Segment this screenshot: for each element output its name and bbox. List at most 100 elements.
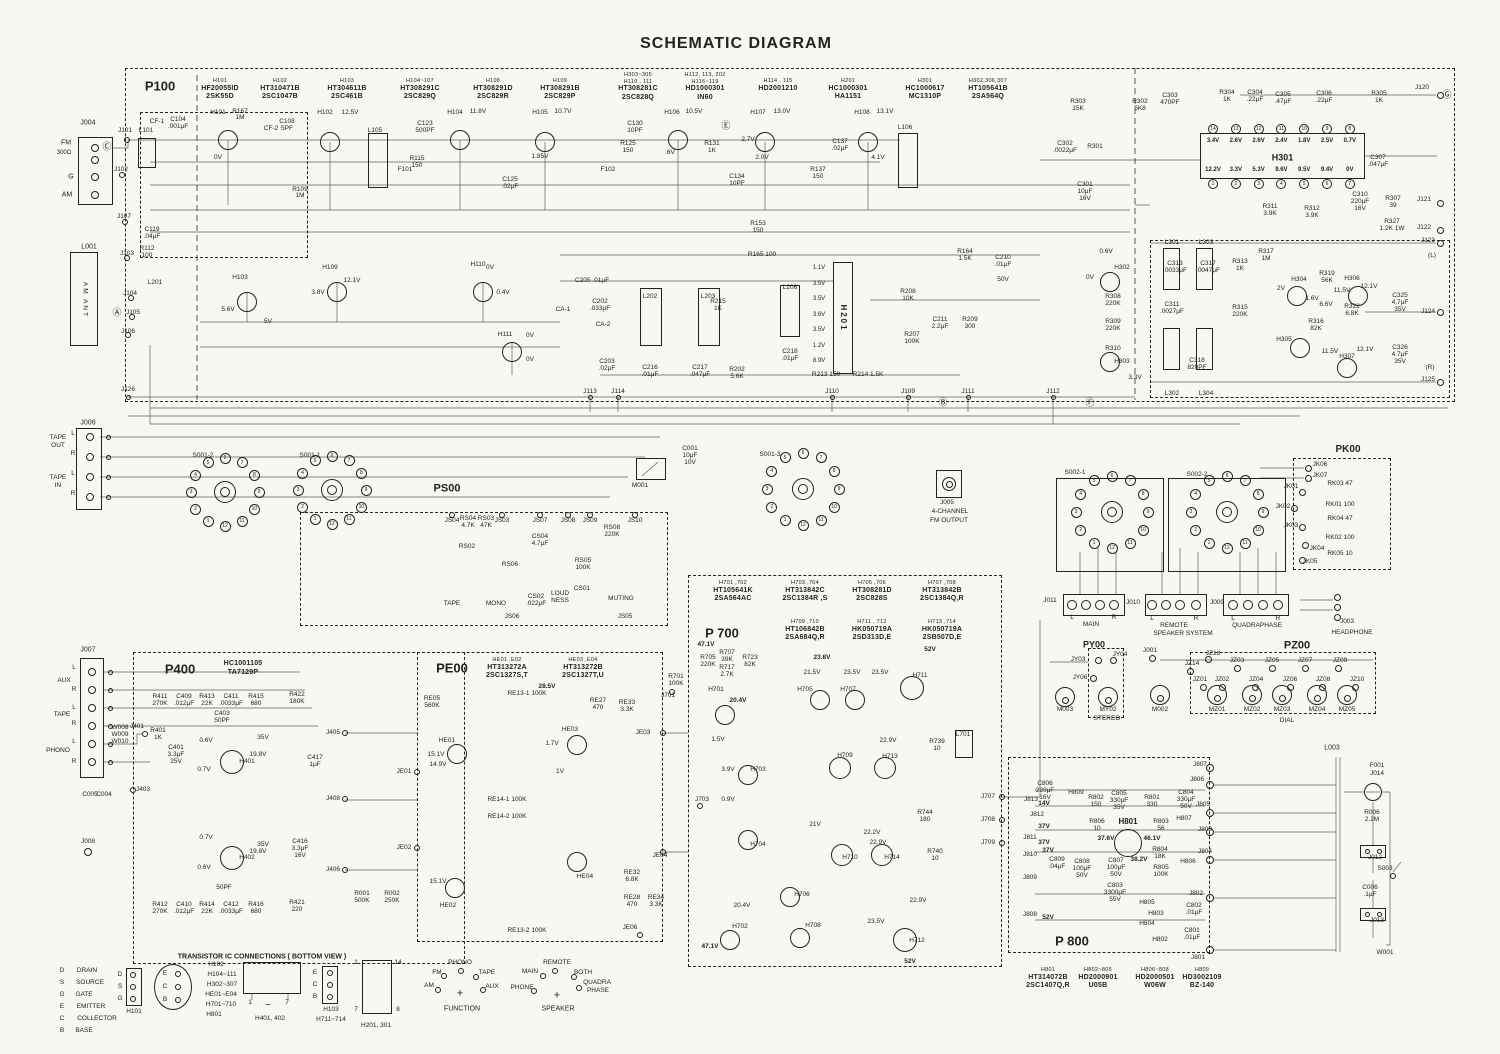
schematic-label: F001: [1369, 761, 1385, 769]
schematic-label: 220K: [1232, 310, 1248, 318]
schematic-label: R701: [668, 672, 684, 680]
part-ref: H104~107: [406, 78, 434, 84]
jack: [107, 705, 113, 711]
schematic-label: H302: [1114, 263, 1130, 271]
schematic-label: 4.7μF: [531, 539, 549, 547]
schematic-label: JZ05: [1264, 656, 1280, 664]
schematic-label: RS03: [477, 514, 495, 522]
rotary-switch-hub: [1222, 507, 1232, 517]
part-number: HC1000301: [828, 84, 868, 92]
schematic-label: 37V: [1038, 838, 1050, 846]
jack: [1206, 809, 1214, 817]
rotary-position: 1: [202, 515, 214, 527]
transistor-icon: [447, 744, 467, 764]
schematic-label: 330μF: [1176, 795, 1196, 803]
part-ref: H116~119: [691, 78, 719, 85]
schematic-label: 5V: [264, 317, 272, 325]
schematic-label: H711~714: [316, 1015, 346, 1023]
schematic-label: CA-1: [555, 305, 571, 313]
schematic-label: PZ00: [1283, 639, 1311, 652]
schematic-label: R311: [1262, 202, 1278, 210]
jack: [91, 173, 99, 181]
schematic-box: [1008, 757, 1210, 953]
lamp-filament-icon: [1313, 694, 1321, 702]
schematic-box: [1168, 478, 1286, 572]
schematic-label: L303: [1198, 238, 1214, 246]
schematic-label: R313: [1232, 257, 1248, 265]
schematic-label: J703: [694, 795, 710, 803]
schematic-label: J110: [825, 387, 839, 395]
rotary-position: 9: [833, 483, 845, 495]
jack: [587, 512, 593, 518]
schematic-label: R112: [139, 244, 155, 252]
part-number: HC1001105: [223, 660, 263, 667]
schematic-label: 180: [919, 815, 931, 823]
schematic-label: NESS: [551, 596, 569, 604]
pin-voltage: 8.9V: [812, 358, 826, 364]
rotary-position: 3: [292, 484, 304, 496]
schematic-label: S001-1: [299, 451, 321, 459]
jack: [587, 394, 593, 400]
schematic-label: 35V: [1394, 357, 1406, 365]
schematic-label: JE03: [635, 728, 651, 736]
part-number: 2SC1047B: [262, 93, 298, 100]
schematic-label: H401: [239, 757, 255, 765]
jack: [1364, 848, 1370, 854]
schematic-label: R213 150: [811, 370, 841, 378]
ic-label: H201: [839, 304, 848, 332]
schematic-label: JZ10: [1349, 675, 1365, 683]
schematic-label: H104: [447, 108, 463, 116]
schematic-label: C318: [1189, 356, 1205, 364]
schematic-label: 150: [622, 146, 634, 154]
schematic-label: L: [1070, 613, 1074, 621]
transistor-icon: [790, 928, 810, 948]
ic-pin: 7: [1344, 179, 1355, 189]
schematic-label: HE04: [576, 872, 594, 880]
jack: [1298, 556, 1306, 564]
jack: [435, 987, 441, 993]
schematic-label: 500PF: [415, 126, 435, 134]
schematic-label: .0022μF: [1053, 146, 1077, 154]
schematic-label: 82K: [744, 660, 756, 668]
schematic-label: JS03: [494, 516, 510, 524]
schematic-label: 1K: [154, 733, 162, 741]
lamp-icon: [1337, 685, 1357, 705]
schematic-label: FUNCTION: [443, 1005, 481, 1013]
schematic-label: M001: [631, 481, 649, 489]
schematic-label: R717: [719, 663, 735, 671]
schematic-label: 560K: [424, 701, 440, 709]
schematic-label: C001: [682, 444, 698, 452]
schematic-label: J810: [1022, 850, 1038, 858]
rotary-position: 12: [797, 519, 809, 531]
schematic-box: [936, 470, 962, 498]
lamp-icon: [1098, 687, 1118, 707]
schematic-label: .02μF: [501, 182, 519, 190]
part-ref: H713 ,714: [927, 619, 957, 625]
schematic-label: 14.9V: [429, 760, 447, 768]
schematic-label: R401: [150, 726, 166, 734]
lamp-filament-icon: [1104, 696, 1112, 704]
schematic-label: H707: [840, 685, 856, 693]
schematic-box: [636, 458, 666, 480]
rotary-position: 12: [1106, 542, 1118, 554]
schematic-label: J709: [980, 838, 996, 846]
ic-pin: 10: [1299, 124, 1310, 134]
jack: [107, 741, 113, 747]
schematic-label: 12.1V: [1356, 345, 1374, 353]
rotary-position: 4: [1190, 488, 1202, 500]
schematic-label: DIAL: [1279, 716, 1295, 724]
rotary-position: 10: [828, 501, 840, 513]
jack: [91, 144, 99, 152]
part-number: 2SC829R: [477, 93, 509, 100]
schematic-label: C302: [1057, 139, 1073, 147]
jack: [1148, 654, 1156, 662]
schematic-label: C218: [782, 347, 798, 355]
jack: [130, 996, 136, 1002]
schematic-label: J708: [980, 815, 996, 823]
part-number: HT308291D: [473, 84, 513, 92]
rotary-switch-hub: [327, 485, 337, 495]
jack: [1094, 656, 1102, 664]
schematic-label: 2.7V: [741, 135, 755, 143]
rotary-switch-hub: [1107, 507, 1117, 517]
